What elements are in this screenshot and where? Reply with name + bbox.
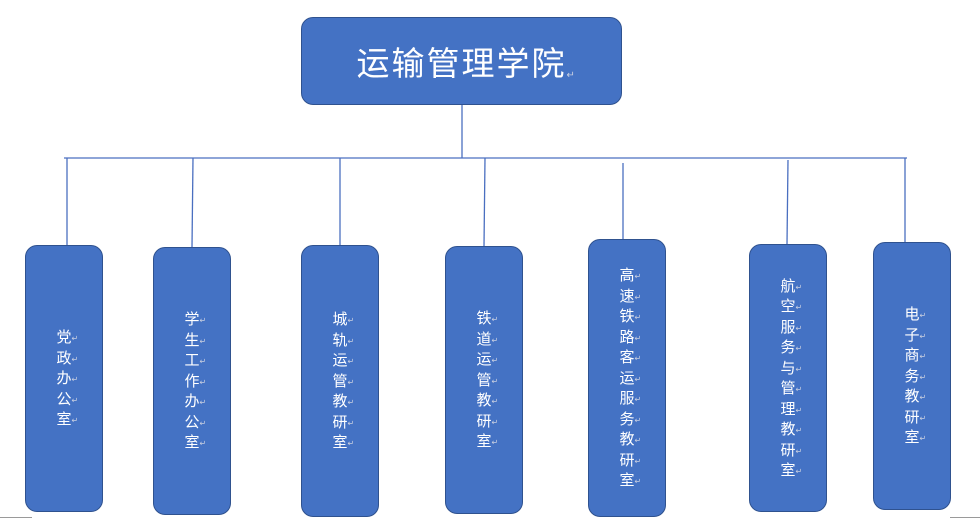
label-char: 生 <box>184 330 206 352</box>
label-char: 室 <box>56 409 78 431</box>
label-char: 速 <box>619 286 641 308</box>
label-char: 公 <box>184 412 206 434</box>
department-box-tiedao: 铁道运管教研室 <box>445 246 523 514</box>
label-char: 党 <box>56 327 78 349</box>
label-char: 航 <box>780 276 802 298</box>
department-label-dangzheng: 党政办公室 <box>56 327 78 431</box>
label-char: 务 <box>619 409 641 431</box>
label-char: 室 <box>476 431 498 453</box>
department-label-hangkong: 航空服务与管理教研室 <box>780 276 802 482</box>
label-char: 研 <box>476 411 498 433</box>
label-char: 务 <box>780 337 802 359</box>
label-char: 工 <box>184 350 206 372</box>
label-char: 运 <box>332 350 354 372</box>
label-char: 公 <box>56 389 78 411</box>
label-char: 服 <box>780 317 802 339</box>
label-char: 室 <box>184 432 206 454</box>
label-char: 教 <box>904 386 926 408</box>
label-char: 研 <box>780 440 802 462</box>
connector-hangkong <box>786 159 789 245</box>
label-char: 办 <box>56 368 78 390</box>
label-char: 教 <box>476 390 498 412</box>
label-char: 管 <box>332 371 354 393</box>
label-char: 子 <box>904 325 926 347</box>
label-char: 作 <box>184 371 206 393</box>
label-char: 电 <box>904 304 926 326</box>
label-char: 研 <box>332 412 354 434</box>
department-label-dianzi: 电子商务教研室 <box>904 304 926 449</box>
page-corner-mark-right <box>950 517 980 518</box>
label-char: 管 <box>780 378 802 400</box>
label-char: 轨 <box>332 330 354 352</box>
department-box-gaosu: 高速铁路客运服务教研室 <box>588 239 666 517</box>
label-char: 高 <box>619 265 641 287</box>
label-char: 学 <box>184 309 206 331</box>
connector-tiedao <box>483 157 486 247</box>
label-char: 路 <box>619 327 641 349</box>
label-char: 务 <box>904 366 926 388</box>
department-label-xuesheng: 学生工作办公室 <box>184 309 206 454</box>
connector-xuesheng <box>191 157 194 248</box>
label-char: 室 <box>780 460 802 482</box>
label-char: 商 <box>904 345 926 367</box>
department-label-gaosu: 高速铁路客运服务教研室 <box>619 265 641 492</box>
department-box-dianzi: 电子商务教研室 <box>873 242 951 510</box>
department-label-chenggui: 城轨运管教研室 <box>332 309 354 454</box>
label-char: 城 <box>332 309 354 331</box>
label-char: 教 <box>619 429 641 451</box>
label-char: 办 <box>184 391 206 413</box>
label-char: 政 <box>56 348 78 370</box>
label-char: 运 <box>476 349 498 371</box>
label-char: 与 <box>780 358 802 380</box>
label-char: 客 <box>619 347 641 369</box>
label-char: 室 <box>619 470 641 492</box>
label-char: 研 <box>904 407 926 429</box>
label-char: 运 <box>619 368 641 390</box>
label-char: 服 <box>619 388 641 410</box>
department-box-hangkong: 航空服务与管理教研室 <box>749 244 827 512</box>
label-char: 铁 <box>619 306 641 328</box>
department-box-xuesheng: 学生工作办公室 <box>153 247 231 515</box>
label-char: 管 <box>476 370 498 392</box>
label-char: 教 <box>332 391 354 413</box>
label-char: 教 <box>780 419 802 441</box>
label-char: 室 <box>332 432 354 454</box>
label-char: 室 <box>904 427 926 449</box>
department-label-tiedao: 铁道运管教研室 <box>476 308 498 453</box>
department-box-chenggui: 城轨运管教研室 <box>301 245 379 517</box>
root-node-label: 运输管理学院 <box>357 37 577 85</box>
department-box-dangzheng: 党政办公室 <box>25 245 103 512</box>
root-node-box: 运输管理学院 <box>301 17 622 105</box>
page-corner-mark-left <box>0 517 32 518</box>
label-char: 道 <box>476 329 498 351</box>
label-char: 研 <box>619 450 641 472</box>
label-char: 铁 <box>476 308 498 330</box>
label-char: 空 <box>780 296 802 318</box>
label-char: 理 <box>780 399 802 421</box>
